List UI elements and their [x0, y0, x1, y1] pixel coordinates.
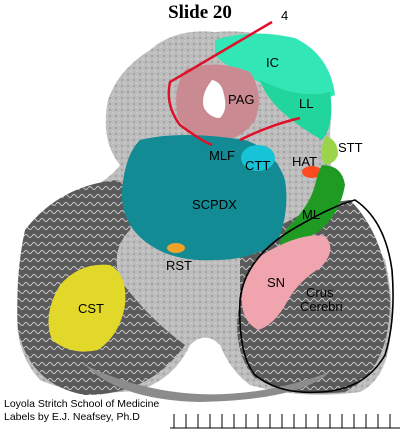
label-ic: IC [266, 55, 279, 70]
label-mlf: MLF [209, 148, 235, 163]
label-ll: LL [299, 96, 313, 111]
label-crus-1: Crus [306, 285, 334, 300]
ctt-region [241, 145, 275, 171]
label-ctt: CTT [245, 158, 270, 173]
pointer-label: 4 [281, 8, 288, 23]
label-pag: PAG [228, 92, 255, 107]
label-stt: STT [338, 140, 363, 155]
label-hat: HAT [292, 154, 317, 169]
cerebral-aqueduct [203, 80, 226, 118]
ic-region [215, 33, 335, 100]
crus-cerebri-outline [238, 199, 394, 394]
credit-line-2: Labels by E.J. Neafsey, Ph.D [4, 411, 140, 423]
hat-region [302, 166, 322, 178]
label-cst: CST [78, 301, 104, 316]
label-sn: SN [267, 275, 285, 290]
scale-ruler [170, 414, 400, 429]
cst-region [48, 264, 126, 352]
label-rst: RST [166, 258, 192, 273]
basal-lip [85, 365, 330, 402]
label-crus-2: Cerebri [300, 299, 343, 314]
pointer-line [167, 20, 273, 147]
sn-region [241, 235, 331, 330]
credit-line-1: Loyola Stritch School of Medicine [4, 398, 160, 410]
rst-region [167, 243, 185, 253]
ml-region [279, 165, 345, 250]
pointer-line-right [239, 116, 301, 142]
slide-title: Slide 20 [168, 2, 232, 23]
ll-region [260, 80, 332, 140]
label-scpdx: SCPDX [192, 197, 237, 212]
stt-region [321, 136, 338, 165]
label-ml: ML [302, 207, 320, 222]
